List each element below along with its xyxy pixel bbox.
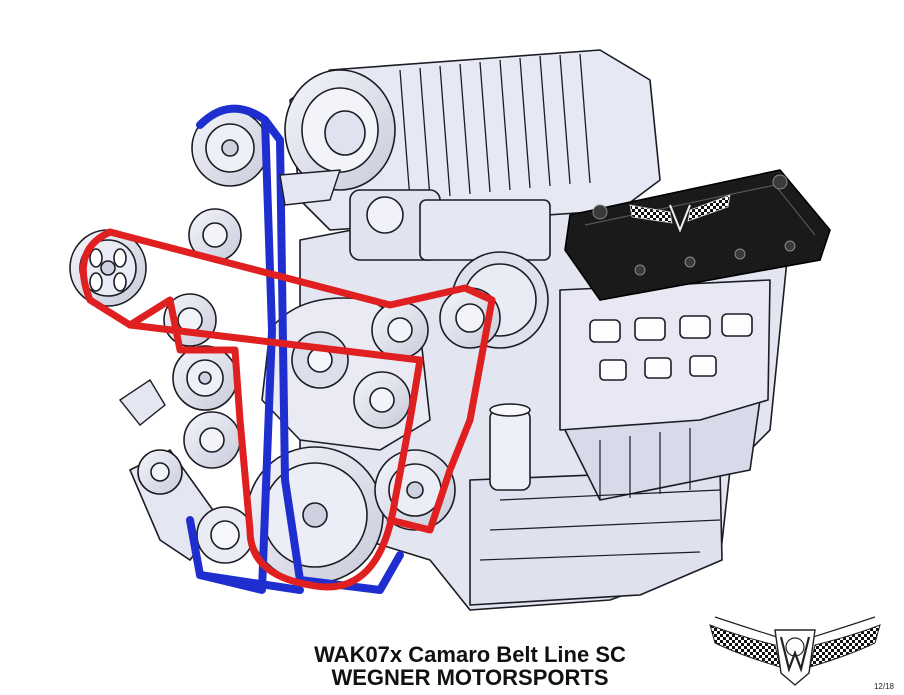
company-name: WEGNER MOTORSPORTS: [331, 665, 609, 690]
valve-cover: [564, 169, 831, 301]
valve-cover-logo: [629, 194, 731, 233]
supercharger: [284, 49, 661, 261]
crank-pulley: [246, 446, 384, 584]
intake-plumbing: [118, 169, 341, 426]
idler-pulley-right: [371, 301, 429, 359]
blue-supercharger-belt: [186, 104, 404, 594]
water-pump-pulley: [172, 345, 238, 411]
supercharger-drive-pulley: [196, 506, 254, 564]
idler-pulley-center: [353, 371, 411, 429]
drawing-title: WAK07x Camaro Belt Line SC: [314, 642, 626, 667]
idler-pulley-top: [191, 109, 269, 187]
wegner-logo-icon: [709, 616, 881, 686]
idler-pulley-lower: [183, 411, 241, 469]
page-number: 12/18: [873, 682, 894, 691]
red-accessory-belt: [79, 228, 496, 591]
